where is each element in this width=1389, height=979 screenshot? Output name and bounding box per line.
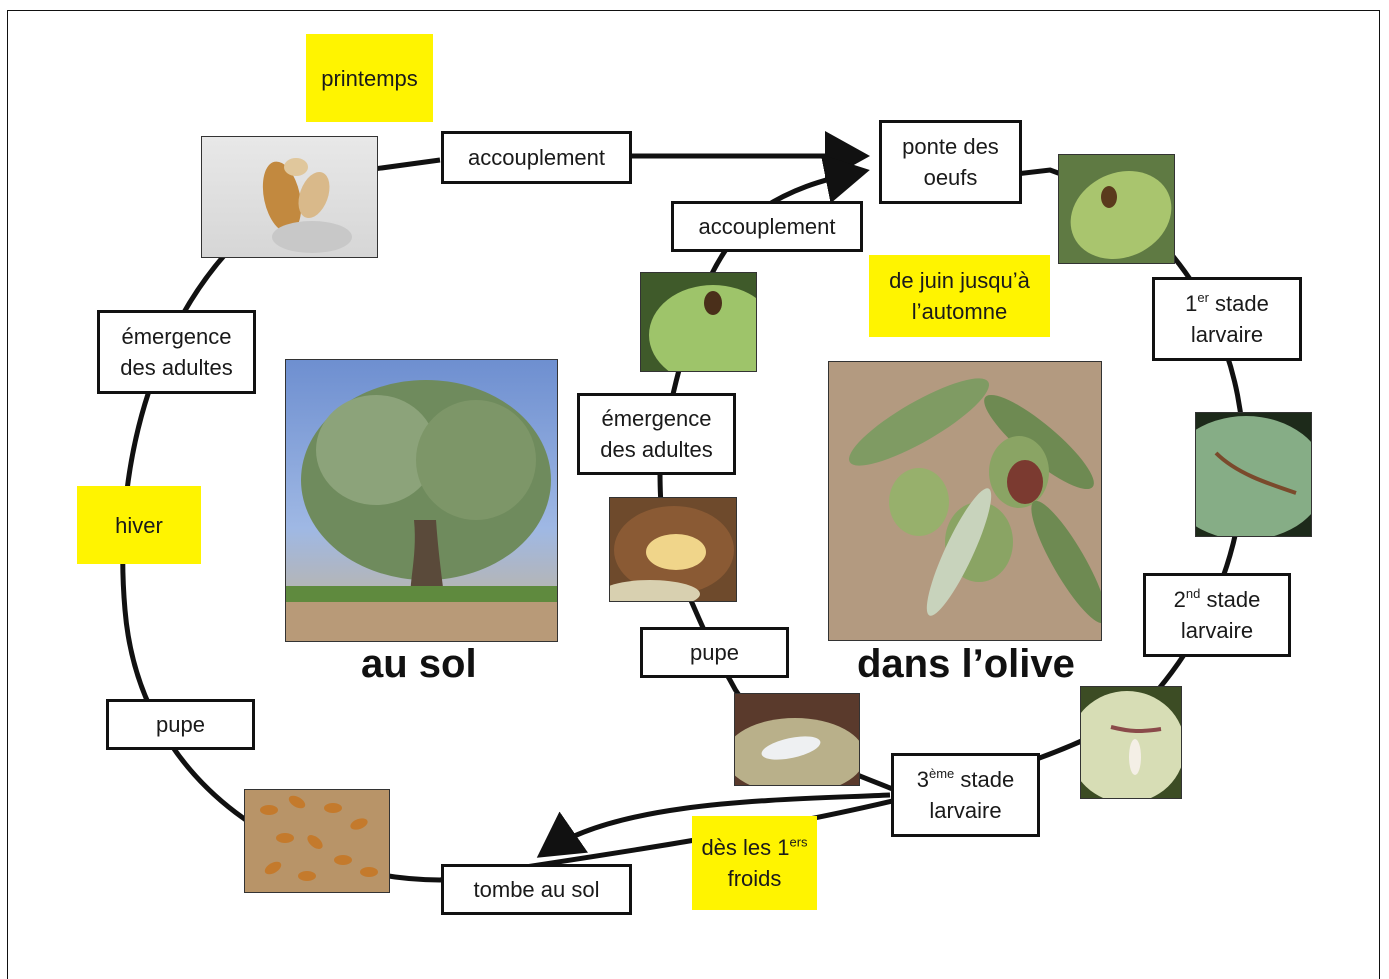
emergence-left-box: émergence des adultes: [97, 310, 256, 394]
accouplement-inner-label: accouplement: [698, 214, 836, 239]
adult-on-olive-photo: [640, 272, 757, 372]
stade3-box: 3ème stade larvaire: [891, 753, 1040, 837]
tombe-label: tombe au sol: [473, 877, 600, 902]
stade3-number: 3: [916, 767, 929, 792]
emergence-inner-line2: des adultes: [600, 437, 713, 462]
stade3-line2: larvaire: [929, 798, 1002, 823]
froids-superscript: ers: [789, 834, 808, 850]
emergence-left-line1: émergence: [121, 324, 232, 349]
tombe-au-sol-box: tombe au sol: [441, 864, 632, 915]
froids-line1: dès les 1ers: [701, 832, 807, 863]
second-larval-stage-photo: [1080, 686, 1182, 799]
premiers-froids-flag: dès les 1ers froids: [692, 816, 817, 910]
pupae-on-soil-photo: [244, 789, 390, 893]
hiver-flag: hiver: [77, 486, 201, 564]
olives-on-branch-photo: [828, 361, 1102, 641]
accouplement-box-top: accouplement: [441, 131, 632, 184]
printemps-label: printemps: [321, 65, 418, 91]
pupe-inner-box: pupe: [640, 627, 789, 678]
first-larval-stage-photo: [1195, 412, 1312, 537]
stade2-line2: larvaire: [1180, 618, 1254, 643]
printemps-flag: printemps: [306, 34, 433, 122]
accouplement-top-label: accouplement: [468, 145, 605, 170]
stade3-line1: 3ème stade: [917, 764, 1014, 795]
juin-label-line2: l’automne: [911, 299, 1008, 324]
pupe-left-box: pupe: [106, 699, 255, 750]
juin-label-line1: de juin jusqu’à: [889, 268, 1030, 293]
olive-tree-photo: [285, 359, 558, 642]
froids-line2: froids: [727, 866, 782, 891]
stade3-superscript: ème: [929, 765, 955, 781]
arrow-stade3-to-tombe: [536, 792, 891, 858]
stade1-superscript: er: [1197, 289, 1209, 305]
pupe-inner-label: pupe: [690, 640, 739, 665]
stade2-word: stade: [1200, 587, 1261, 612]
stade2-superscript: nd: [1185, 585, 1201, 601]
diagram-frame: [7, 10, 1380, 979]
stade2-box: 2nd stade larvaire: [1143, 573, 1291, 657]
froids-prefix: dès les 1: [701, 835, 790, 860]
accouplement-box-inner: accouplement: [671, 201, 863, 252]
pupa-in-olive-photo: [609, 497, 737, 602]
stade1-line2: larvaire: [1190, 322, 1264, 347]
adult-flies-photo: [201, 136, 378, 258]
dans-olive-caption: dans l’olive: [857, 642, 1075, 686]
stade1-line1: 1er stade: [1185, 288, 1269, 319]
stade1-box: 1er stade larvaire: [1152, 277, 1302, 361]
olive-egg-laying-photo: [1058, 154, 1175, 264]
emergence-inner-box: émergence des adultes: [577, 393, 736, 475]
stade3-word: stade: [954, 767, 1015, 792]
stade2-line1: 2nd stade: [1174, 584, 1261, 615]
ponte-des-oeufs-box: ponte des oeufs: [879, 120, 1022, 204]
stade1-word: stade: [1208, 291, 1269, 316]
stade2-number: 2: [1173, 587, 1186, 612]
emergence-inner-line1: émergence: [601, 406, 712, 431]
au-sol-caption: au sol: [361, 642, 477, 686]
third-larval-stage-photo: [734, 693, 860, 786]
ponte-label-line1: ponte des: [902, 134, 999, 159]
ponte-label-line2: oeufs: [923, 165, 978, 190]
stade1-number: 1: [1185, 291, 1198, 316]
emergence-left-line2: des adultes: [120, 355, 233, 380]
hiver-label: hiver: [115, 512, 163, 538]
juin-automne-flag: de juin jusqu’à l’automne: [869, 255, 1050, 337]
pupe-left-label: pupe: [156, 712, 205, 737]
